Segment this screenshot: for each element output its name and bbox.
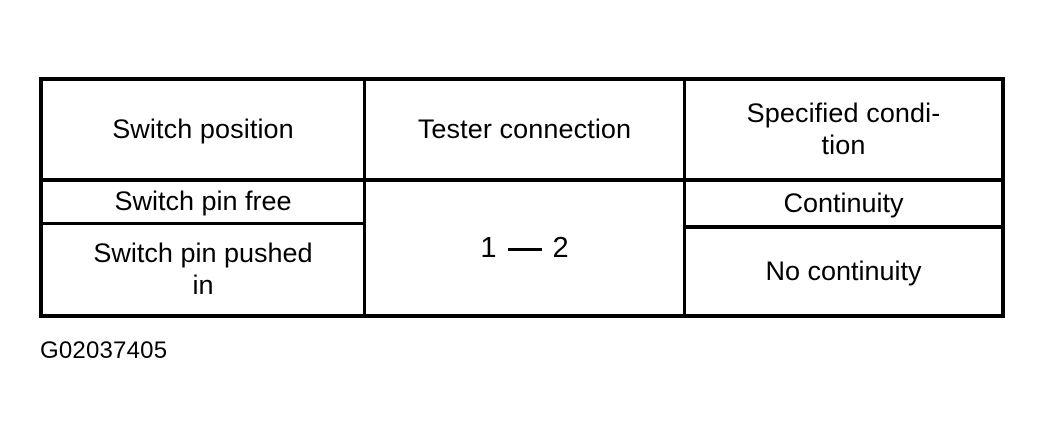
tester-connection-pin-pair: 1 2 bbox=[480, 232, 568, 265]
specified-condition-row-divider bbox=[686, 225, 1001, 229]
tester-connection-pin-a: 1 bbox=[480, 231, 497, 264]
column-header-specified-condition-text: Specified condi- tion bbox=[747, 98, 941, 162]
cell-continuity: Continuity bbox=[686, 182, 1001, 225]
column-divider-2 bbox=[683, 182, 686, 314]
column-header-specified-condition-line2: tion bbox=[821, 129, 866, 160]
figure-caption: G02037405 bbox=[40, 337, 168, 364]
specification-table: Switch position Tester connection Specif… bbox=[39, 77, 1005, 318]
column-header-switch-position: Switch position bbox=[43, 81, 363, 178]
cell-no-continuity: No continuity bbox=[686, 229, 1001, 314]
specified-condition-column: Continuity No continuity bbox=[686, 182, 1001, 314]
column-header-specified-condition: Specified condi- tion bbox=[683, 81, 1001, 178]
column-header-tester-connection: Tester connection bbox=[363, 81, 683, 178]
cell-switch-pin-pushed-in-line1: Switch pin pushed bbox=[93, 238, 313, 269]
cell-switch-pin-free: Switch pin free bbox=[43, 182, 363, 222]
column-header-specified-condition-line1: Specified condi- bbox=[746, 97, 941, 128]
tester-connection-dash-icon bbox=[507, 247, 542, 251]
cell-switch-pin-pushed-in-text: Switch pin pushed in bbox=[93, 238, 312, 301]
switch-position-row-divider bbox=[43, 222, 363, 225]
switch-position-column: Switch pin free Switch pin pushed in bbox=[43, 182, 363, 314]
cell-tester-connection-merged: 1 2 bbox=[366, 182, 683, 314]
column-header-switch-position-label: Switch position bbox=[112, 113, 294, 144]
cell-switch-pin-pushed-in: Switch pin pushed in bbox=[43, 225, 363, 314]
tester-connection-pin-b: 2 bbox=[552, 231, 569, 264]
column-divider-1 bbox=[363, 182, 366, 314]
cell-continuity-label: Continuity bbox=[783, 188, 904, 218]
table-body: Switch pin free Switch pin pushed in 1 2… bbox=[43, 182, 1001, 314]
cell-switch-pin-free-label: Switch pin free bbox=[114, 186, 292, 217]
column-header-tester-connection-label: Tester connection bbox=[417, 113, 632, 144]
header-bottom-rule bbox=[43, 178, 1001, 182]
cell-no-continuity-label: No continuity bbox=[765, 256, 922, 286]
cell-switch-pin-pushed-in-line2: in bbox=[192, 269, 214, 300]
table-header-row: Switch position Tester connection Specif… bbox=[43, 81, 1001, 178]
